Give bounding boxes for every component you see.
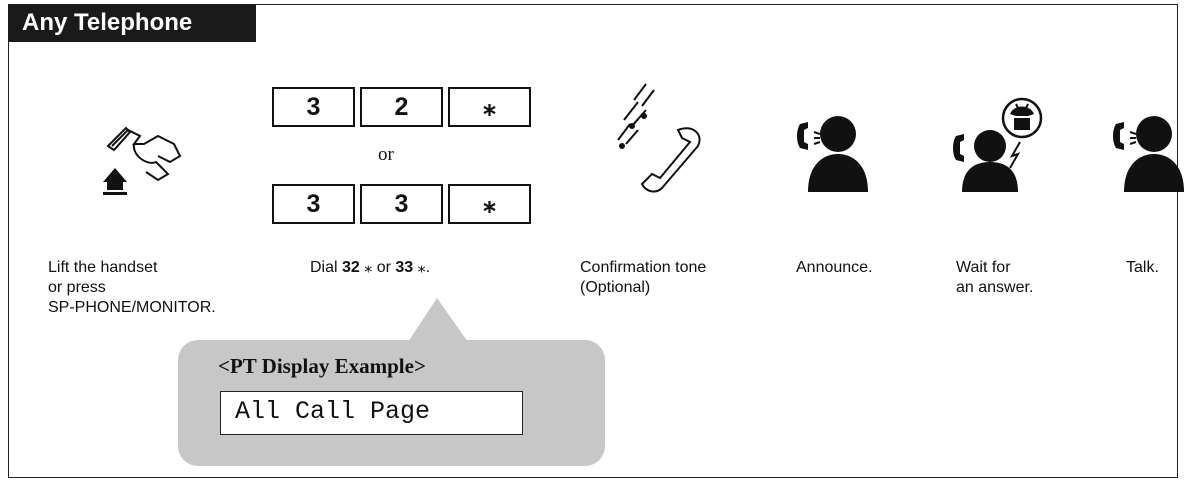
key-star: ⁎ — [448, 87, 531, 127]
key-2: 2 — [360, 87, 443, 127]
key-3: 3 — [272, 184, 355, 224]
step-caption-lift: Lift the handset or press SP-PHONE/MONIT… — [48, 259, 216, 316]
wait-answer-icon — [953, 97, 1043, 192]
talk-icon — [1113, 116, 1184, 192]
pt-display-screen: All Call Page — [220, 391, 523, 435]
step-caption-wait: Wait for an answer. — [956, 259, 1034, 296]
handset-lift-icon — [103, 126, 182, 195]
step-caption-dial: Dial 32 ⁎ or 33 ⁎. — [310, 259, 431, 276]
pt-display-callout: <PT Display Example> All Call Page — [178, 340, 605, 466]
step-caption-announce: Announce. — [796, 259, 873, 276]
callout-title: <PT Display Example> — [218, 354, 426, 378]
or-label: or — [378, 144, 394, 165]
procedure-frame — [8, 4, 1178, 478]
keypad-row-1: 3 2 ⁎ — [272, 87, 531, 127]
key-3: 3 — [360, 184, 443, 224]
key-3: 3 — [272, 87, 355, 127]
announce-icon — [797, 116, 868, 192]
ringing-handset-icon — [617, 83, 701, 193]
key-star: ⁎ — [448, 184, 531, 224]
section-title: Any Telephone — [8, 4, 256, 42]
keypad-row-2: 3 3 ⁎ — [272, 184, 531, 224]
step-caption-talk: Talk. — [1126, 259, 1159, 276]
step-caption-confirmation: Confirmation tone (Optional) — [580, 259, 707, 296]
